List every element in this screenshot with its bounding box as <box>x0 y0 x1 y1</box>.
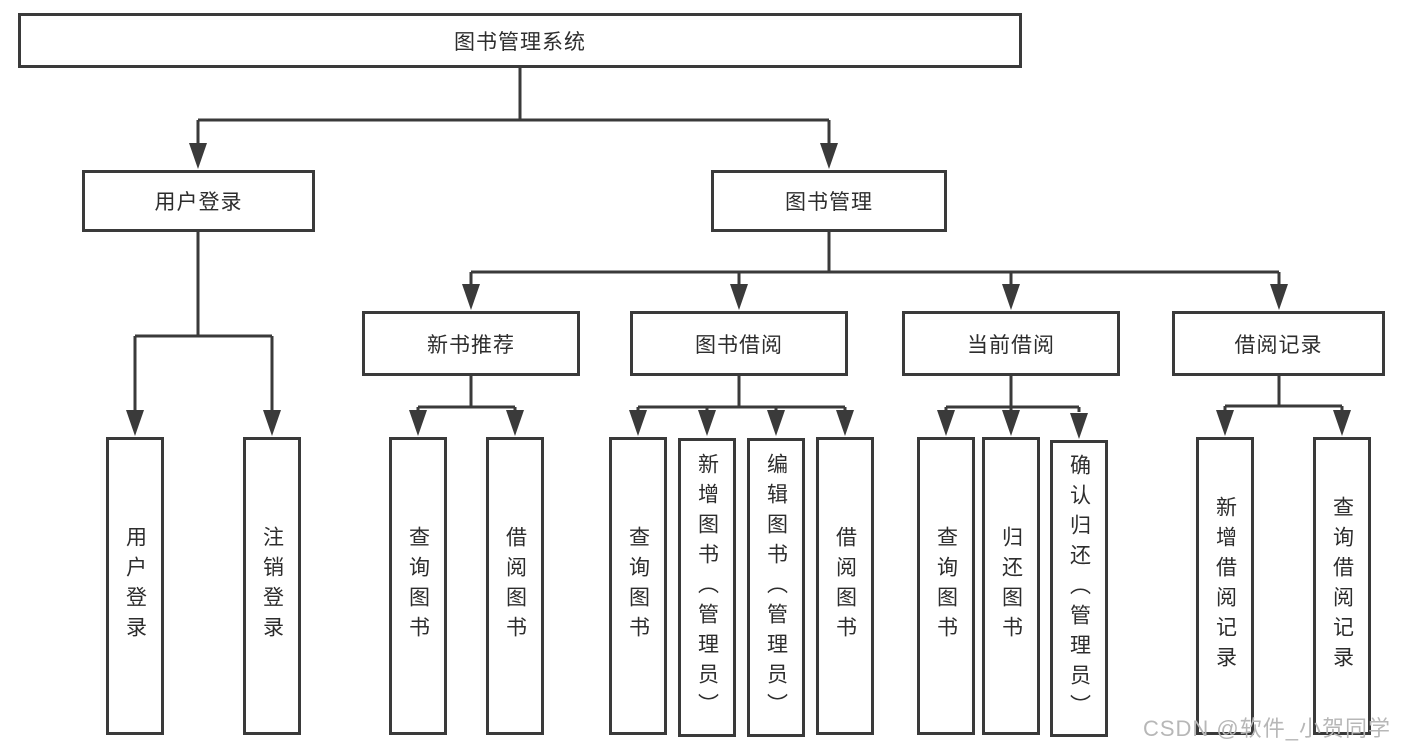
leaf-confirm-return-admin: 确认归还（管理员） <box>1050 440 1108 737</box>
leaf-add-books-admin: 新增图书（管理员） <box>678 438 736 737</box>
leaf-query-borrow-record: 查询借阅记录 <box>1313 437 1371 735</box>
leaf-user-login: 用户登录 <box>106 437 164 735</box>
leaf-add-borrow-record: 新增借阅记录 <box>1196 437 1254 735</box>
leaf-borrow-books-recommend: 借阅图书 <box>486 437 544 735</box>
csdn-watermark: CSDN @软件_小贺同学 <box>1142 716 1391 741</box>
leaf-query-books-borrow: 查询图书 <box>609 437 667 735</box>
node-current-borrow: 当前借阅 <box>902 311 1120 376</box>
leaf-edit-books-admin: 编辑图书（管理员） <box>747 438 805 737</box>
node-user-login-group: 用户登录 <box>82 170 315 232</box>
leaf-query-books-current: 查询图书 <box>917 437 975 735</box>
node-new-book-recommend: 新书推荐 <box>362 311 580 376</box>
node-book-management: 图书管理 <box>711 170 947 232</box>
leaf-return-books: 归还图书 <box>982 437 1040 735</box>
leaf-logout: 注销登录 <box>243 437 301 735</box>
leaf-borrow-books: 借阅图书 <box>816 437 874 735</box>
node-library-management-system: 图书管理系统 <box>18 13 1022 68</box>
node-book-borrow: 图书借阅 <box>630 311 848 376</box>
node-borrow-record: 借阅记录 <box>1172 311 1385 376</box>
leaf-query-books-recommend: 查询图书 <box>389 437 447 735</box>
